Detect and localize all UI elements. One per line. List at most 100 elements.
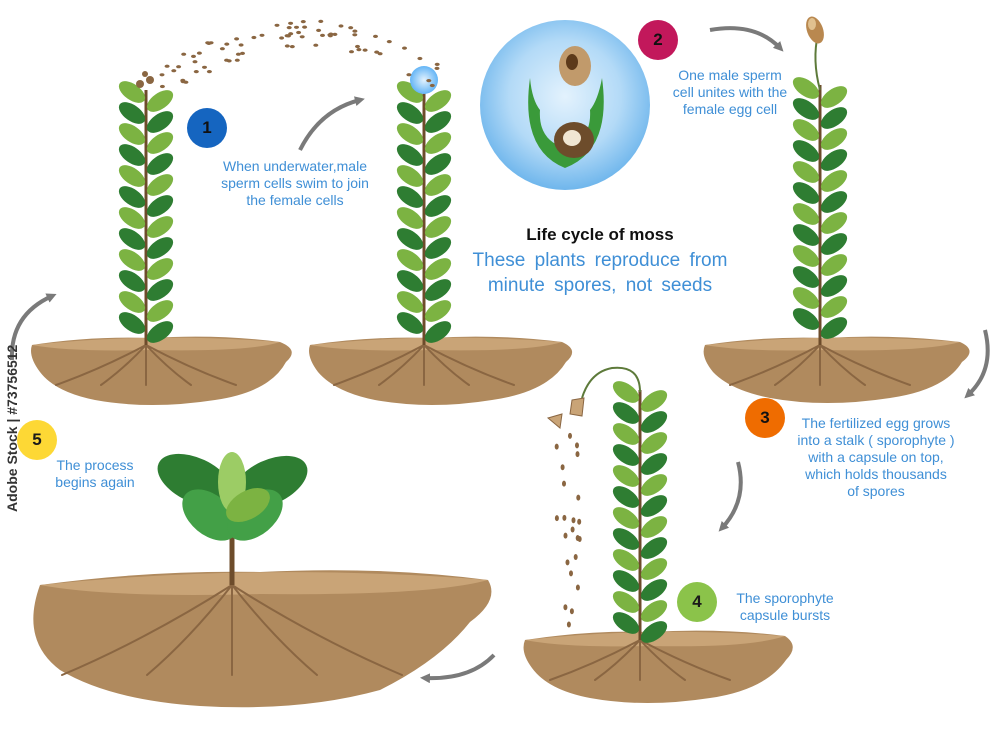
- plant-2-leaf: [396, 249, 424, 271]
- step-3-badge: 3: [745, 398, 785, 438]
- spore: [565, 559, 570, 566]
- spore: [563, 604, 568, 611]
- plant-4-leaf: [640, 390, 668, 412]
- plant-3-leaf: [792, 266, 820, 288]
- plant-4-leaf: [612, 612, 640, 634]
- plant-1-leaf: [146, 300, 174, 322]
- moss-leaves: [118, 77, 848, 643]
- sperm-cell: [234, 58, 240, 62]
- plant-4-leaf: [612, 465, 640, 487]
- step-1-badge: 1: [187, 108, 227, 148]
- plant-1-leaf: [118, 186, 146, 208]
- plant-2-leaf: [424, 174, 452, 196]
- spore: [577, 518, 582, 525]
- spore: [573, 554, 578, 560]
- plant-2-leaf: [396, 270, 424, 292]
- archegonia-tops: [136, 71, 154, 88]
- soil-mound-5: [33, 570, 492, 708]
- plant-4-leaf: [612, 423, 640, 445]
- step-5-badge: 5: [17, 420, 57, 460]
- sperm-cell: [238, 43, 244, 47]
- sperm-cell: [327, 34, 333, 38]
- plant-2-leaf: [396, 312, 424, 334]
- sperm-cell: [284, 34, 290, 38]
- soil-mound-4: [523, 630, 793, 703]
- sperm-cell: [434, 62, 440, 66]
- plant-1-leaf: [118, 165, 146, 187]
- plant-1-leaf: [118, 207, 146, 229]
- plant-4-leaf: [640, 600, 668, 622]
- sperm-cell: [159, 73, 165, 77]
- sperm-cell: [294, 25, 299, 29]
- plant-1-leaf: [146, 237, 174, 259]
- plant-4-leaf: [640, 558, 668, 580]
- plant-1-leaf: [146, 258, 174, 280]
- plant-stems: [144, 33, 822, 640]
- sperm-cell: [352, 33, 358, 37]
- sperm-cell: [219, 47, 225, 51]
- sperm-cell: [386, 40, 392, 44]
- plant-1-leaf: [146, 216, 174, 238]
- plant-2-leaf: [424, 237, 452, 259]
- plant-2-leaf: [424, 300, 452, 322]
- plant-1-leaf: [118, 81, 146, 103]
- sperm-cell: [193, 70, 199, 74]
- plant-4-leaf: [640, 432, 668, 454]
- spore: [569, 608, 574, 615]
- plant-1-leaf: [146, 153, 174, 175]
- root-strand: [423, 344, 470, 386]
- sperm-cell: [300, 20, 306, 24]
- plant-4-leaf: [640, 516, 668, 538]
- plant-2-leaf: [424, 111, 452, 133]
- step-4-badge: 4: [677, 582, 717, 622]
- plant-1-leaf: [118, 102, 146, 124]
- sperm-cell: [192, 60, 198, 64]
- root-strand: [819, 344, 911, 386]
- plant-3-leaf: [792, 161, 820, 183]
- sperm-cell: [338, 24, 344, 28]
- plant-3-leaf: [792, 77, 820, 99]
- soil-mound-3: [703, 336, 970, 403]
- burst-capsule: [546, 397, 585, 429]
- plant-1-leaf: [146, 90, 174, 112]
- plant-4-leaf: [640, 495, 668, 517]
- sperm-cell: [279, 36, 285, 40]
- sperm-cell: [316, 28, 322, 32]
- plant-4-leaf: [612, 507, 640, 529]
- root-strand: [55, 344, 147, 386]
- plant-3-leaf: [820, 86, 848, 108]
- root-strand: [594, 639, 641, 681]
- plant-2-leaf: [396, 207, 424, 229]
- plant-3-leaf: [792, 119, 820, 141]
- sperm-cell: [299, 35, 305, 39]
- plant-4-leaf: [612, 444, 640, 466]
- spore: [554, 515, 559, 522]
- plant-1-leaf: [118, 291, 146, 313]
- spore: [576, 494, 581, 501]
- plant-2-leaf: [424, 279, 452, 301]
- sperm-cell: [196, 51, 202, 55]
- sperm-cell: [318, 19, 324, 23]
- sperm-cell: [202, 65, 207, 69]
- spore: [554, 443, 559, 450]
- plant-3-leaf: [792, 308, 820, 330]
- spore: [571, 517, 576, 524]
- plant-1-leaf: [118, 144, 146, 166]
- spore: [575, 442, 579, 449]
- root-strand: [146, 584, 233, 676]
- spore: [560, 464, 565, 471]
- plant-4-leaf: [640, 474, 668, 496]
- plant-4-leaf: [612, 486, 640, 508]
- sperm-cell: [373, 34, 378, 39]
- sperm-cell: [235, 52, 241, 56]
- plant-3-leaf: [820, 317, 848, 339]
- root-strand: [819, 344, 866, 386]
- plant-3-leaf: [820, 191, 848, 213]
- plant-2-leaf: [396, 123, 424, 145]
- plant-1-leaf: [118, 270, 146, 292]
- sperm-cell: [288, 32, 294, 36]
